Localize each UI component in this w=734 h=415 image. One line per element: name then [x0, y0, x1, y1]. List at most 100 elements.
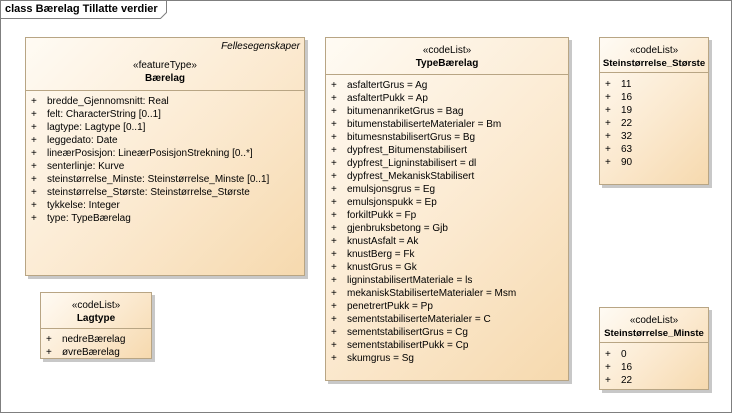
item-label: emulsjonsgrus = Eg [347, 184, 436, 195]
visibility-marker: + [46, 347, 52, 358]
visibility-marker: + [31, 135, 37, 146]
stereotype-label: «codeList» [71, 300, 121, 311]
item-label: bredde_Gjennomsnitt: Real [47, 96, 169, 107]
item-label: bitumenanriketGrus = Bag [347, 106, 464, 117]
visibility-marker: + [331, 340, 337, 351]
value-list: +0+16+22 [600, 348, 708, 387]
visibility-marker: + [605, 375, 611, 386]
item-label: bitumenstabiliserteMaterialer = Bm [347, 119, 502, 130]
visibility-marker: + [31, 148, 37, 159]
list-item: +dypfrest_Bitumenstabilisert [326, 144, 568, 157]
class-tag-fellesegenskaper: Fellesegenskaper [221, 41, 300, 52]
list-item: +lagtype: Lagtype [0..1] [26, 121, 304, 134]
class-name: Lagtype [76, 313, 116, 324]
stereotype-label: «featureType» [133, 60, 197, 71]
item-label: 22 [621, 375, 633, 386]
list-item: + lineærPosisjon: LineærPosisjonStrekning… [26, 147, 304, 160]
item-label: mekaniskStabiliserteMaterialer = Msm [347, 288, 517, 299]
class-header: «codeList» TypeBærelag [326, 38, 568, 74]
class-name: Bærelag [144, 73, 185, 84]
visibility-marker: + [331, 288, 337, 299]
visibility-marker: + [31, 200, 37, 211]
stereotype-label: «codeList» [422, 45, 472, 56]
visibility-marker: + [31, 213, 37, 224]
list-item: + øvreBærelag [41, 346, 151, 359]
item-label: øvreBærelag [62, 347, 120, 358]
list-item: +16 [600, 361, 708, 374]
visibility-marker: + [331, 327, 337, 338]
item-label: sementstabilisertGrus = Cg [347, 327, 468, 338]
list-item: +steinstørrelse_Minste: Steinstørrelse_M… [26, 173, 304, 186]
class-header: «codeList» Steinstørrelse_Minste [600, 308, 708, 344]
list-item: +90 [600, 156, 708, 169]
class-lagtype[interactable]: «codeList» Lagtype +nedreBærelag+ øvreBær… [40, 292, 152, 359]
item-label: sementstabilisertPukk = Cp [347, 340, 469, 351]
class-steinstorrelse-storste[interactable]: «codeList» Steinstørrelse_Største +11+16… [599, 37, 709, 185]
class-header: «codeList» Steinstørrelse_Største [600, 38, 708, 74]
value-list: +asfaltertGrus = Ag+asfaltertPukk = Ap+b… [326, 79, 568, 365]
item-label: 63 [621, 144, 633, 155]
visibility-marker: + [331, 262, 337, 273]
visibility-marker: + [605, 105, 611, 116]
item-label: gjenbruksbetong = Gjb [347, 223, 448, 234]
class-divider [600, 342, 708, 343]
class-steinstorrelse-minste[interactable]: «codeList» Steinstørrelse_Minste +0+16+2… [599, 307, 709, 390]
item-label: 19 [621, 105, 633, 116]
list-item: +senterlinje: Kurve [26, 160, 304, 173]
visibility-marker: + [31, 187, 37, 198]
list-item: + mekaniskStabiliserteMaterialer = Msm [326, 287, 568, 300]
class-typebaerelag[interactable]: «codeList» TypeBærelag +asfaltertGrus = … [325, 37, 569, 381]
diagram-title: class Bærelag Tillatte verdier [5, 3, 158, 15]
list-item: +steinstørrelse_Største: Steinstørrelse_… [26, 186, 304, 199]
list-item: +knustGrus = Gk [326, 261, 568, 274]
list-item: +leggedato: Date [26, 134, 304, 147]
list-item: +22 [600, 117, 708, 130]
item-label: bitumesnstabilisertGrus = Bg [347, 132, 476, 143]
visibility-marker: + [331, 249, 337, 260]
visibility-marker: + [31, 109, 37, 120]
visibility-marker: + [331, 80, 337, 91]
list-item: +dypfrest_MekaniskStabilisert [326, 170, 568, 183]
item-label: nedreBærelag [62, 334, 126, 345]
item-label: 11 [621, 79, 632, 90]
item-label: lagtype: Lagtype [0..1] [47, 122, 146, 133]
visibility-marker: + [331, 210, 337, 221]
list-item: +asfaltertGrus = Ag [326, 79, 568, 92]
list-item: +emulsjonspukk = Ep [326, 196, 568, 209]
attribute-list: +bredde_Gjennomsnitt: Real+felt: Charact… [26, 95, 304, 225]
list-item: +knustBerg = Fk [326, 248, 568, 261]
class-divider [600, 72, 708, 73]
list-item: +nedreBærelag [41, 333, 151, 346]
list-item: + gjenbruksbetong = Gjb [326, 222, 568, 235]
visibility-marker: + [31, 161, 37, 172]
list-item: + sementstabiliserteMaterialer = C [326, 313, 568, 326]
list-item: +32 [600, 130, 708, 143]
class-baerelag[interactable]: Fellesegenskaper «featureType» Bærelag +… [25, 37, 305, 276]
list-item: +0 [600, 348, 708, 361]
item-label: lineærPosisjon: LineærPosisjonStrekning … [47, 148, 253, 159]
class-header: «codeList» Lagtype [41, 293, 151, 329]
list-item: +63 [600, 143, 708, 156]
class-name: Steinstørrelse_Minste [604, 328, 704, 339]
visibility-marker: + [331, 275, 337, 286]
list-item: +felt: CharacterString [0..1] [26, 108, 304, 121]
list-item: +bredde_Gjennomsnitt: Real [26, 95, 304, 108]
visibility-marker: + [331, 171, 337, 182]
visibility-marker: + [605, 362, 611, 373]
visibility-marker: + [331, 301, 337, 312]
visibility-marker: + [331, 314, 337, 325]
visibility-marker: + [331, 223, 337, 234]
list-item: +penetrertPukk = Pp [326, 300, 568, 313]
visibility-marker: + [331, 132, 337, 143]
visibility-marker: + [331, 353, 337, 364]
class-divider [41, 328, 151, 329]
list-item: + bitumesnstabilisertGrus = Bg [326, 131, 568, 144]
item-label: sementstabiliserteMaterialer = C [347, 314, 491, 325]
list-item: + sementstabilisertPukk = Cp [326, 339, 568, 352]
list-item: +16 [600, 91, 708, 104]
visibility-marker: + [605, 118, 611, 129]
item-label: 90 [621, 157, 633, 168]
visibility-marker: + [605, 144, 611, 155]
item-label: dypfrest_Ligninstabilisert = dl [347, 158, 477, 169]
